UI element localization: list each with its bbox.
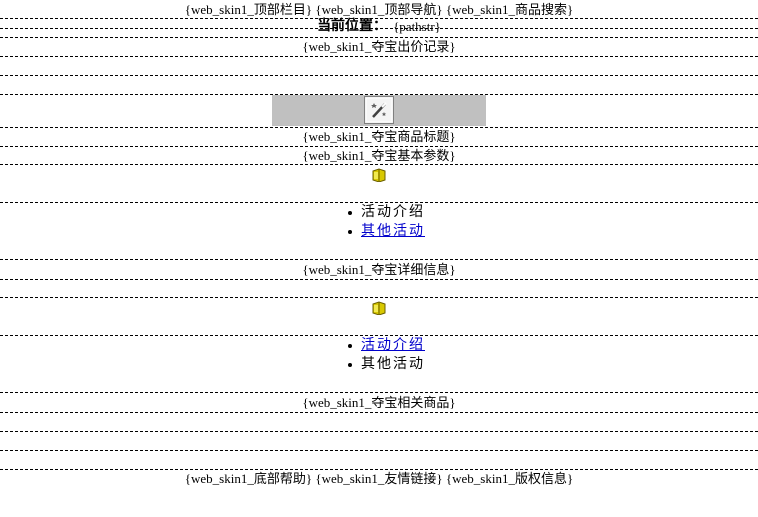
friend-links-placeholder: {web_skin1_友情链接}: [315, 471, 443, 486]
tab-link[interactable]: 活动介绍: [361, 338, 425, 353]
divider: [0, 392, 758, 393]
divider: [0, 94, 758, 95]
bullet: [348, 210, 352, 215]
detail-info-placeholder: {web_skin1_夺宝详细信息}: [302, 262, 456, 277]
divider: [0, 164, 758, 165]
divider: [0, 412, 758, 413]
book-icon: [371, 301, 387, 316]
divider: [0, 431, 758, 432]
divider: [0, 37, 758, 38]
bullet: [348, 343, 352, 348]
copyright-placeholder: {web_skin1_版权信息}: [445, 471, 574, 486]
breadcrumb: 当前位置： {pathstr}: [0, 19, 758, 35]
divider: [0, 28, 758, 29]
divider: [0, 259, 758, 260]
product-title-placeholder: {web_skin1_夺宝商品标题}: [302, 129, 456, 144]
tab-activity-intro[interactable]: 活动介绍: [348, 336, 425, 355]
divider: [0, 146, 758, 147]
tab-label: 活动介绍: [361, 205, 425, 220]
bullet: [348, 229, 352, 234]
divider: [0, 469, 758, 470]
footer-help-placeholder: {web_skin1_底部帮助}: [184, 471, 313, 486]
divider: [0, 297, 758, 298]
magic-wand-icon[interactable]: [364, 96, 394, 124]
divider: [0, 335, 758, 336]
divider: [0, 127, 758, 128]
divider: [0, 279, 758, 280]
bid-record-placeholder: {web_skin1_夺宝出价记录}: [302, 39, 456, 54]
basic-params-placeholder: {web_skin1_夺宝基本参数}: [302, 148, 456, 163]
bullet: [348, 362, 352, 367]
divider: [0, 18, 758, 19]
location-label: 当前位置：: [317, 19, 388, 34]
divider: [0, 75, 758, 76]
tab-label: 其他活动: [361, 357, 425, 372]
divider: [0, 450, 758, 451]
tab-list: 活动介绍 其他活动: [348, 336, 425, 374]
tab-other-activities[interactable]: 其他活动: [348, 222, 425, 241]
product-search-placeholder: {web_skin1_商品搜索}: [445, 2, 574, 17]
tab-other-activities[interactable]: 其他活动: [348, 355, 425, 374]
divider: [0, 56, 758, 57]
book-icon: [371, 168, 387, 183]
tab-list: 活动介绍 其他活动: [348, 203, 425, 241]
footer-row: {web_skin1_底部帮助} {web_skin1_友情链接} {web_s…: [0, 471, 758, 487]
header-row: {web_skin1_顶部栏目} {web_skin1_顶部导航} {web_s…: [0, 2, 758, 18]
tab-activity-intro[interactable]: 活动介绍: [348, 203, 425, 222]
top-bar-placeholder: {web_skin1_顶部栏目}: [184, 2, 313, 17]
tab-link[interactable]: 其他活动: [361, 224, 425, 239]
related-products-placeholder: {web_skin1_夺宝相关商品}: [302, 395, 456, 410]
location-path: {pathstr}: [393, 19, 441, 34]
top-nav-placeholder: {web_skin1_顶部导航}: [315, 2, 443, 17]
divider: [0, 202, 758, 203]
